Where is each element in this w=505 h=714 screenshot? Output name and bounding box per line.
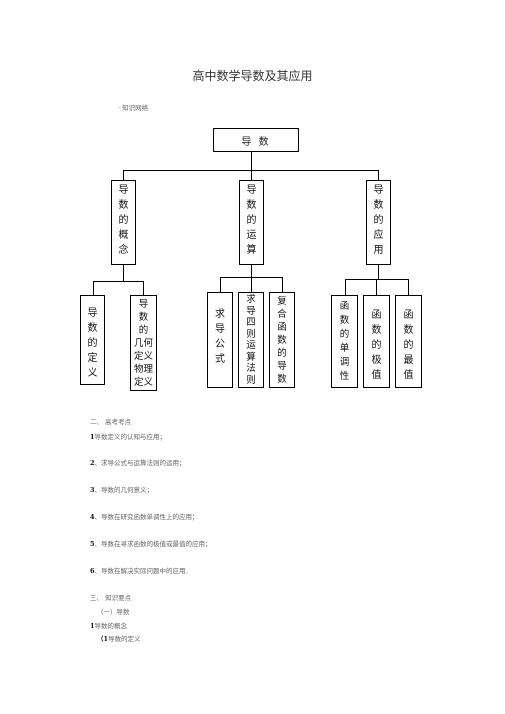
exam-point-2: 2、求导公式与运算法则的运用； — [90, 457, 186, 467]
exam-point-5: 5、导数在寻求函数的极值或最值的应用； — [90, 538, 212, 548]
g3-bar — [345, 279, 409, 280]
root-node-box: 导 数 — [213, 128, 299, 152]
node-composite-function-derivative: 复合函数的导数 — [269, 292, 295, 388]
section-knowledge-points-heading: 三、 知识要点 — [90, 594, 132, 602]
g3-drop-1 — [345, 279, 346, 295]
node-function-max-min: 函数的最值 — [395, 295, 422, 388]
subsection-derivative-heading: （一）导数 — [97, 608, 130, 616]
page-title: 高中数学导数及其应用 — [192, 69, 313, 83]
exam-point-6: 6、导数在解决实际问题中的应用． — [90, 565, 192, 575]
node-function-monotonicity-text: 函数的单调性 — [339, 301, 350, 382]
exam-point-5-num: 5 — [90, 540, 95, 548]
item-derivative-definition: （1导数的定义 — [97, 633, 141, 643]
node-function-monotonicity: 函数的单调性 — [331, 295, 358, 388]
g1-drop-2 — [143, 281, 144, 295]
g2-drop-3 — [282, 277, 283, 292]
item-derivative-concept: 1导数的概念 — [90, 620, 127, 630]
node-derivative-definition-text: 导数的定义 — [87, 308, 98, 379]
node-composite-function-derivative-text: 复合函数的导数 — [277, 296, 287, 385]
node-derivative-application-text: 导数的应用 — [373, 185, 384, 256]
g1-bar — [93, 281, 144, 282]
g1-drop-1 — [93, 281, 94, 295]
section-exam-points-heading: 二、 高考考点 — [90, 418, 132, 426]
exam-point-4: 4、导数在研究函数单调性上的应用； — [90, 511, 199, 521]
node-derivative-definition: 导数的定义 — [80, 295, 105, 385]
connector-root-down — [251, 152, 252, 180]
g3-drop-3 — [408, 279, 409, 295]
node-derivative-formulas: 求导公式 — [207, 292, 233, 388]
exam-point-1: 1导数定义的认知与应用； — [90, 431, 166, 441]
g2-stem — [251, 265, 252, 277]
g3-stem — [378, 265, 379, 279]
node-derivative-operation: 导数的运算 — [239, 180, 264, 265]
node-derivative-concept-text: 导数的概念 — [118, 185, 129, 256]
g2-drop-2 — [251, 277, 252, 292]
node-four-arithmetic-rules-text: 求导四则运算法则 — [246, 294, 256, 386]
node-derivative-formulas-text: 求导公式 — [215, 309, 225, 365]
item-derivative-concept-num: 1 — [90, 622, 95, 630]
node-derivative-application: 导数的应用 — [366, 180, 391, 265]
section-knowledge-network-heading: · 知识网络 — [118, 104, 149, 112]
exam-point-2-text: 、求导公式与运算法则的运用； — [94, 459, 186, 467]
node-derivative-operation-text: 导数的运算 — [246, 185, 257, 256]
node-function-extremum-text: 函数的极值 — [371, 310, 382, 381]
node-derivative-concept: 导数的概念 — [111, 180, 136, 265]
exam-point-2-num: 2 — [90, 459, 95, 467]
node-function-max-min-text: 函数的最值 — [403, 310, 414, 381]
node-four-arithmetic-rules: 求导四则运算法则 — [238, 292, 264, 388]
exam-point-1-text: 导数定义的认知与应用； — [94, 433, 167, 441]
exam-point-3: 3、导数的几何意义； — [90, 484, 153, 494]
exam-point-5-text: 、导数在寻求函数的极值或最值的应用； — [94, 540, 212, 548]
exam-point-4-num: 4 — [90, 513, 95, 521]
g3-drop-2 — [376, 279, 377, 295]
g2-drop-1 — [220, 277, 221, 292]
g1-stem — [123, 265, 124, 281]
item-derivative-definition-num: （1 — [97, 635, 109, 643]
exam-point-6-text: 、导数在解决实际问题中的应用． — [94, 567, 193, 575]
connector-to-concept — [123, 170, 124, 180]
exam-point-3-num: 3 — [90, 486, 95, 494]
exam-point-1-num: 1 — [90, 433, 95, 441]
node-geometric-physical-definition: 导数的几何定义物理定义 — [130, 295, 157, 391]
exam-point-4-text: 、导数在研究函数单调性上的应用； — [94, 513, 199, 521]
item-derivative-concept-text: 导数的概念 — [94, 622, 128, 630]
node-function-extremum: 函数的极值 — [363, 295, 390, 388]
root-node-label: 导 数 — [241, 137, 271, 148]
connector-to-application — [378, 170, 379, 180]
exam-point-6-num: 6 — [90, 567, 95, 575]
item-derivative-definition-text: 导数的定义 — [108, 635, 141, 643]
node-geometric-physical-definition-text: 导数的几何定义物理定义 — [133, 299, 153, 388]
exam-point-3-text: 、导数的几何意义； — [94, 486, 154, 494]
